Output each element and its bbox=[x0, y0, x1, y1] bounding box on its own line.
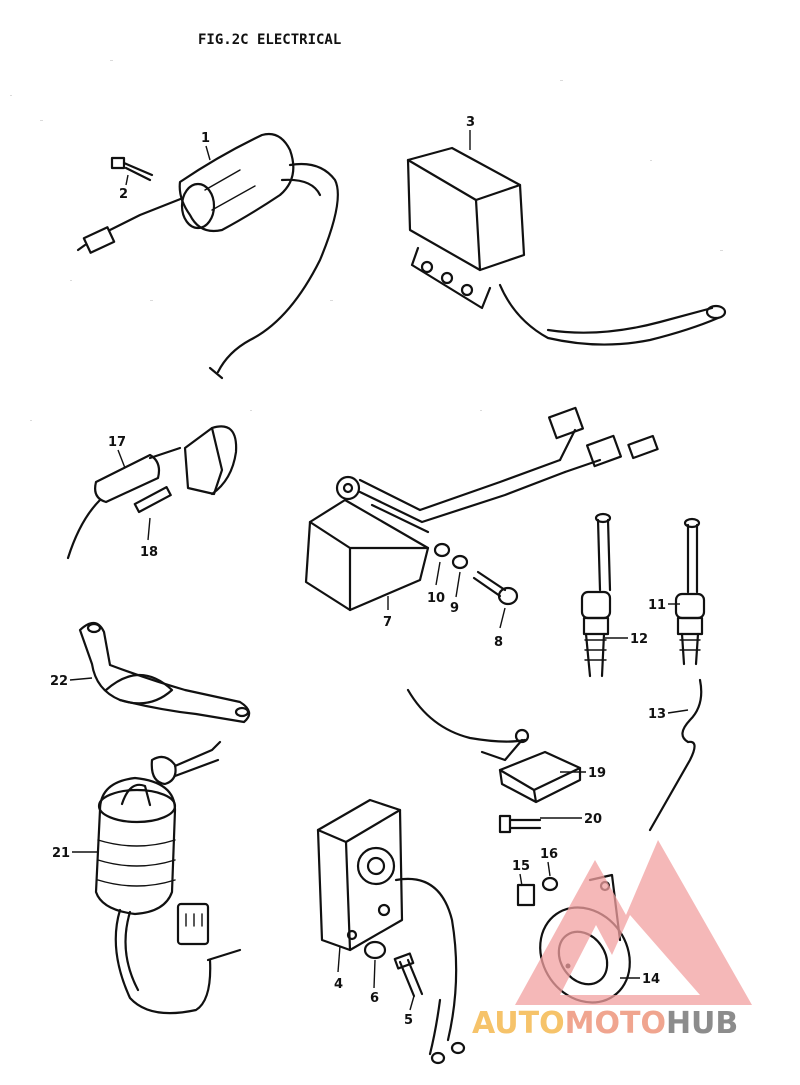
ignition-switch bbox=[94, 740, 242, 1015]
callout-14: 14 bbox=[642, 972, 660, 987]
callout-10: 10 bbox=[427, 591, 445, 606]
callout-8: 8 bbox=[494, 635, 503, 650]
callout-13: 13 bbox=[648, 707, 666, 722]
callout-20: 20 bbox=[584, 812, 602, 827]
cdi-washers-and-bolt bbox=[433, 542, 519, 606]
coil-bolt bbox=[110, 156, 154, 182]
callout-19: 19 bbox=[588, 766, 606, 781]
callout-9: 9 bbox=[450, 601, 459, 616]
callout-4: 4 bbox=[334, 977, 343, 992]
callout-11: 11 bbox=[648, 598, 666, 613]
callout-17: 17 bbox=[108, 435, 126, 450]
callout-1: 1 bbox=[201, 131, 210, 146]
watermark-logo: AUTOMOTOHUB bbox=[472, 840, 752, 1041]
callout-3: 3 bbox=[466, 115, 475, 130]
callout-6: 6 bbox=[370, 991, 379, 1006]
figure-title: FIG.2C ELECTRICAL bbox=[198, 32, 341, 48]
callout-5: 5 bbox=[404, 1013, 413, 1028]
condenser-assembly bbox=[66, 425, 238, 560]
mounting-bracket bbox=[78, 621, 251, 724]
scan-noise bbox=[10, 60, 723, 421]
voltage-regulator bbox=[406, 146, 727, 346]
cdi-unit bbox=[304, 406, 659, 612]
callout-12: 12 bbox=[630, 632, 648, 647]
callout-16: 16 bbox=[540, 847, 558, 862]
callout-7: 7 bbox=[383, 615, 392, 630]
leader-lines bbox=[69, 130, 689, 1011]
callout-2: 2 bbox=[119, 187, 128, 202]
sensor-11 bbox=[674, 517, 706, 666]
watermark-text: AUTOMOTOHUB bbox=[472, 1006, 738, 1041]
watermark-triangle-icon bbox=[515, 840, 752, 1005]
sensor-12 bbox=[580, 512, 612, 678]
callout-labels: 1 2 3 17 18 7 10 9 8 11 12 13 22 19 20 2… bbox=[50, 115, 666, 1028]
callout-21: 21 bbox=[52, 846, 70, 861]
callout-15: 15 bbox=[512, 859, 530, 874]
callout-18: 18 bbox=[140, 545, 158, 560]
relay-unit bbox=[316, 798, 466, 1065]
ignition-coil bbox=[76, 132, 339, 380]
wire-spring bbox=[648, 678, 703, 832]
callout-22: 22 bbox=[50, 674, 68, 689]
switch-plate bbox=[406, 688, 582, 834]
